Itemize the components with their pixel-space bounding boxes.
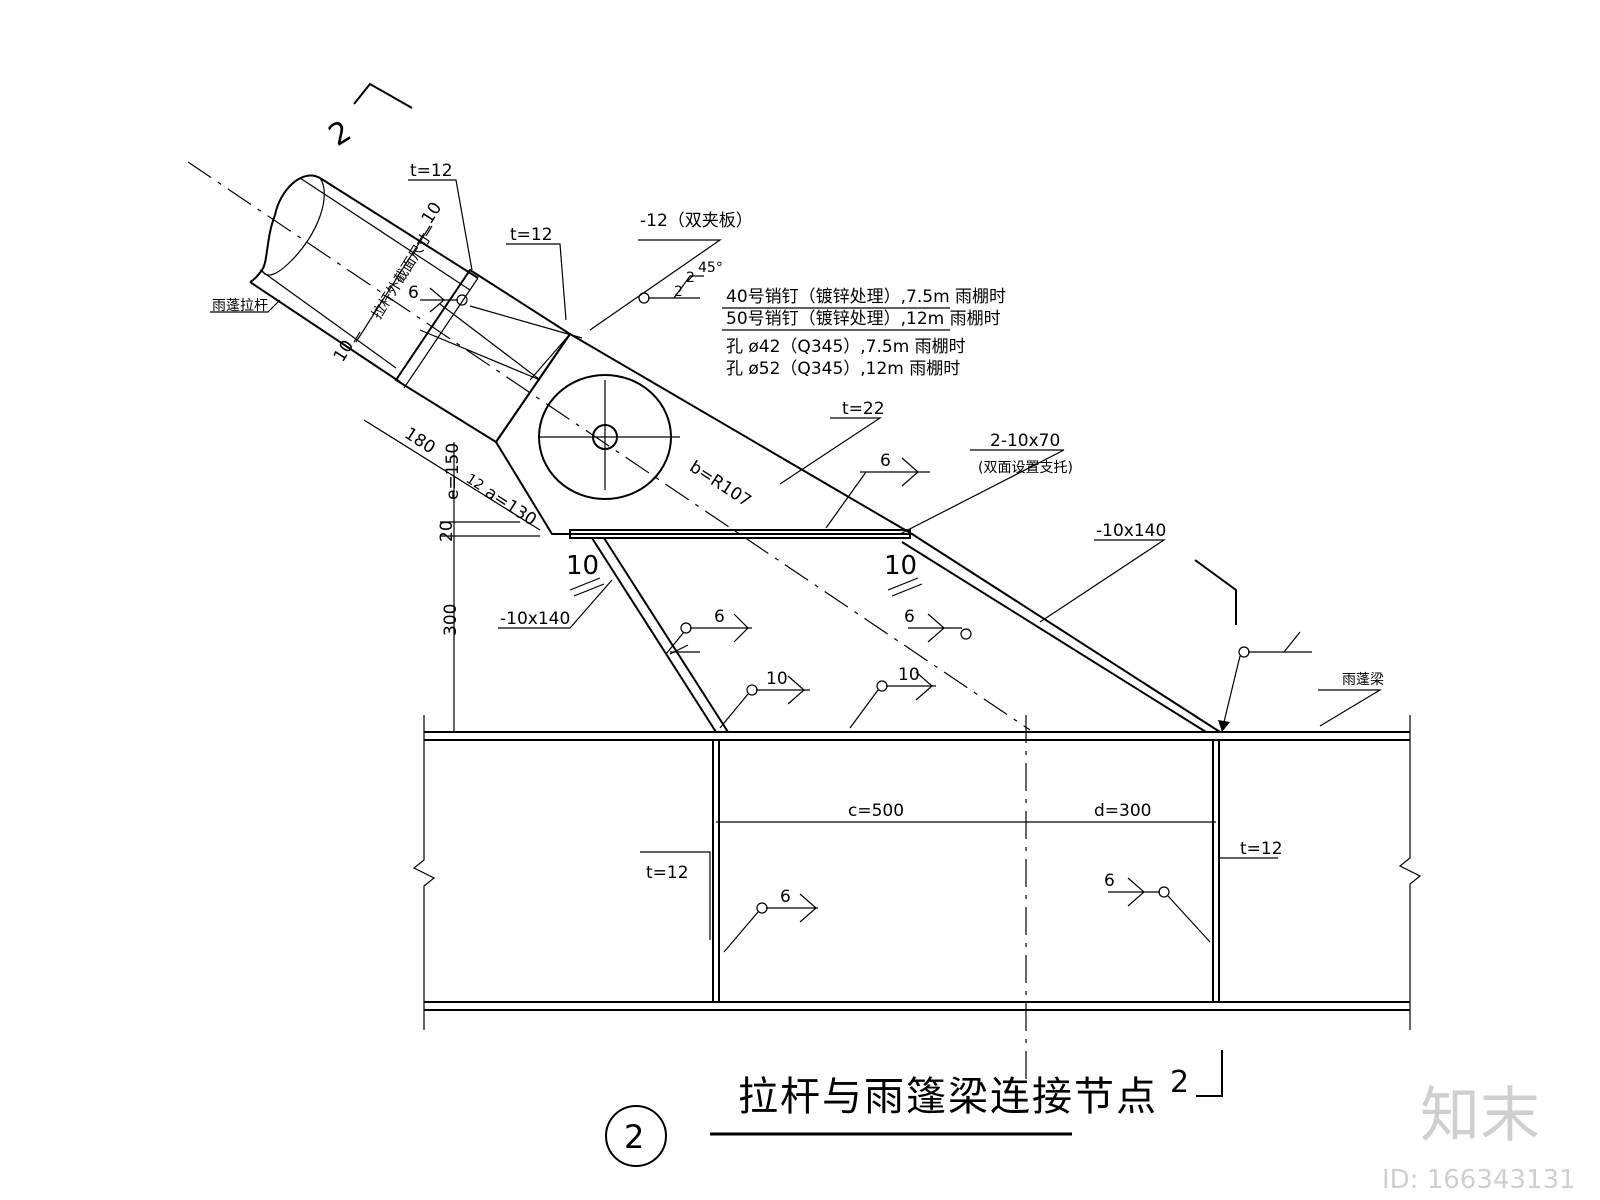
tie-rod	[249, 174, 572, 444]
weld-label-6-stiff-right: 6	[904, 607, 915, 627]
weld-label-10-left: 10	[766, 669, 788, 689]
label-web-left: t=12	[646, 863, 689, 883]
weld-symbol-6-support: 6	[825, 451, 930, 529]
weld-label-groove-angle: 45°	[698, 260, 723, 276]
weld-label-10-pair-right: 10	[884, 551, 917, 581]
dim-b: b=R107	[686, 457, 755, 512]
weld-symbol-6-stiff-right: 6	[904, 607, 972, 643]
label-tie-rod: 雨蓬拉杆	[212, 298, 268, 314]
weld-symbol-groove: 2 2 45°	[638, 260, 723, 304]
weld-label-groove-gap: 2	[686, 270, 695, 286]
section-mark-lower-number: 2	[1170, 1065, 1189, 1100]
weld-label-6-stiff-left: 6	[714, 607, 725, 627]
weld-symbol-10-left: 10	[719, 669, 810, 729]
dimensions	[353, 225, 1216, 823]
section-mark-lower: 2	[1170, 1050, 1223, 1100]
dim-180: 180	[401, 424, 439, 458]
leaders	[210, 179, 1383, 940]
weld-symbol-6-stiff-left: 6	[665, 607, 752, 655]
dim-d: d=300	[1094, 801, 1151, 821]
pin-note-1: 40号销钉（镀锌处理）,7.5m 雨棚时	[726, 287, 1006, 307]
label-stiffener-left: -10x140	[500, 609, 570, 629]
weld-symbol-6-web-right: 6	[1104, 871, 1211, 943]
label-support-note: (双面设置支托)	[978, 460, 1073, 476]
label-support: 2-10x70	[990, 431, 1060, 451]
stiffener-right	[901, 533, 1221, 733]
pin-note-3: 孔 ø42（Q345）,7.5m 雨棚时	[726, 337, 966, 357]
weld-symbol-beam-right	[1218, 631, 1312, 732]
watermark-id: ID: 166343131	[1382, 1165, 1576, 1195]
drawing-title: 拉杆与雨篷梁连接节点	[738, 1074, 1158, 1120]
weld-symbol-6-web-left: 6	[723, 887, 818, 953]
weld-label-10-pair-left: 10	[566, 551, 599, 581]
pin-plate	[419, 303, 916, 535]
weld-symbols: 6 2 2 45° 6 6 6	[408, 260, 1312, 953]
section-mark-upper-number: 2	[323, 114, 358, 154]
dim-c: c=500	[848, 801, 904, 821]
label-t12-top: t=12	[410, 161, 453, 181]
weld-label-6-web-left: 6	[780, 887, 791, 907]
detail-number: 2	[624, 1118, 644, 1156]
weld-label-10-mid: 10	[898, 665, 920, 685]
section-mark-right-upper	[1194, 559, 1237, 625]
dim-20: 20	[437, 520, 457, 542]
label-double-clamp: -12（双夹板）	[640, 211, 753, 231]
canopy-beam	[412, 715, 1422, 1030]
detail-number-circle	[605, 1105, 667, 1167]
pin-note-2: 50号销钉（镀锌处理）,12m 雨棚时	[726, 309, 1001, 329]
label-stiffener-right: -10x140	[1096, 521, 1166, 541]
dim-10-top: 10	[418, 199, 446, 228]
stiffener-left	[591, 537, 729, 733]
dim-a: a=130	[481, 483, 540, 531]
weld-symbol-10-mid: 10	[849, 665, 936, 729]
label-web-right: t=12	[1240, 839, 1283, 859]
label-t12-second: t=12	[510, 225, 553, 245]
weld-symbol-6-rod: 6	[408, 283, 468, 313]
weld-symbol-10-pair-right: 10	[884, 551, 923, 597]
section-mark-upper: 2	[323, 82, 413, 154]
watermark-brand: 知末	[1420, 1081, 1540, 1151]
support-plate	[569, 529, 911, 539]
label-canopy-beam: 雨蓬梁	[1342, 672, 1384, 688]
weld-label-6-rod: 6	[408, 283, 419, 303]
dim-300: 300	[441, 604, 461, 636]
label-rod-outer-dim: 拉杆外截面尺寸	[369, 231, 435, 323]
dim-e: e=150	[443, 443, 463, 500]
weld-label-6-web-right: 6	[1104, 871, 1115, 891]
weld-symbol-10-pair-left: 10	[566, 551, 605, 597]
pin-note-4: 孔 ø52（Q345）,12m 雨棚时	[726, 359, 960, 379]
weld-label-groove: 2	[674, 284, 683, 300]
weld-label-6-support: 6	[880, 451, 891, 471]
rod-axis-line	[187, 161, 1031, 731]
dim-12: 12	[463, 471, 487, 494]
label-t22: t=22	[842, 399, 885, 419]
